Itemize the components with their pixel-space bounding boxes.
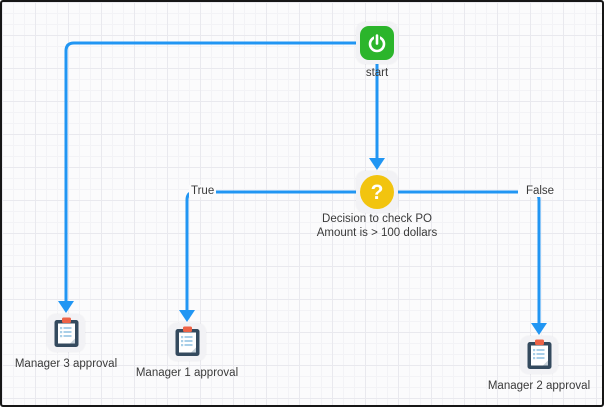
start-node-label: start bbox=[365, 67, 389, 79]
manager3-approval-node[interactable] bbox=[47, 314, 85, 352]
edge-label-true: True bbox=[189, 185, 217, 197]
manager3-approval-label: Manager 3 approval bbox=[14, 358, 118, 370]
decision-label-line1: Decision to check PO bbox=[322, 213, 432, 225]
clipboard-icon bbox=[175, 326, 199, 356]
edge-start-to-decision bbox=[369, 62, 385, 170]
start-node[interactable] bbox=[356, 22, 398, 64]
arrowhead-down-icon bbox=[369, 158, 385, 170]
manager1-approval-label: Manager 1 approval bbox=[135, 367, 239, 379]
manager2-approval-node[interactable] bbox=[520, 336, 558, 374]
edge-label-false: False bbox=[518, 185, 562, 197]
manager1-approval-node[interactable] bbox=[168, 323, 206, 361]
question-mark-icon: ? bbox=[360, 175, 394, 209]
decision-node-label: Decision to check PO Amount is > 100 dol… bbox=[291, 212, 463, 240]
arrowhead-down-icon bbox=[179, 310, 195, 322]
clipboard-icon bbox=[527, 339, 551, 369]
edge-start-to-manager3 bbox=[58, 41, 358, 313]
arrowhead-down-icon bbox=[58, 301, 74, 313]
arrowhead-down-icon bbox=[531, 323, 547, 335]
power-icon bbox=[360, 26, 394, 60]
decision-label-line2: Amount is > 100 dollars bbox=[316, 227, 438, 239]
manager2-approval-label: Manager 2 approval bbox=[487, 380, 591, 392]
clipboard-icon bbox=[54, 317, 78, 347]
decision-node[interactable]: ? bbox=[356, 171, 398, 213]
power-icon bbox=[368, 34, 386, 53]
